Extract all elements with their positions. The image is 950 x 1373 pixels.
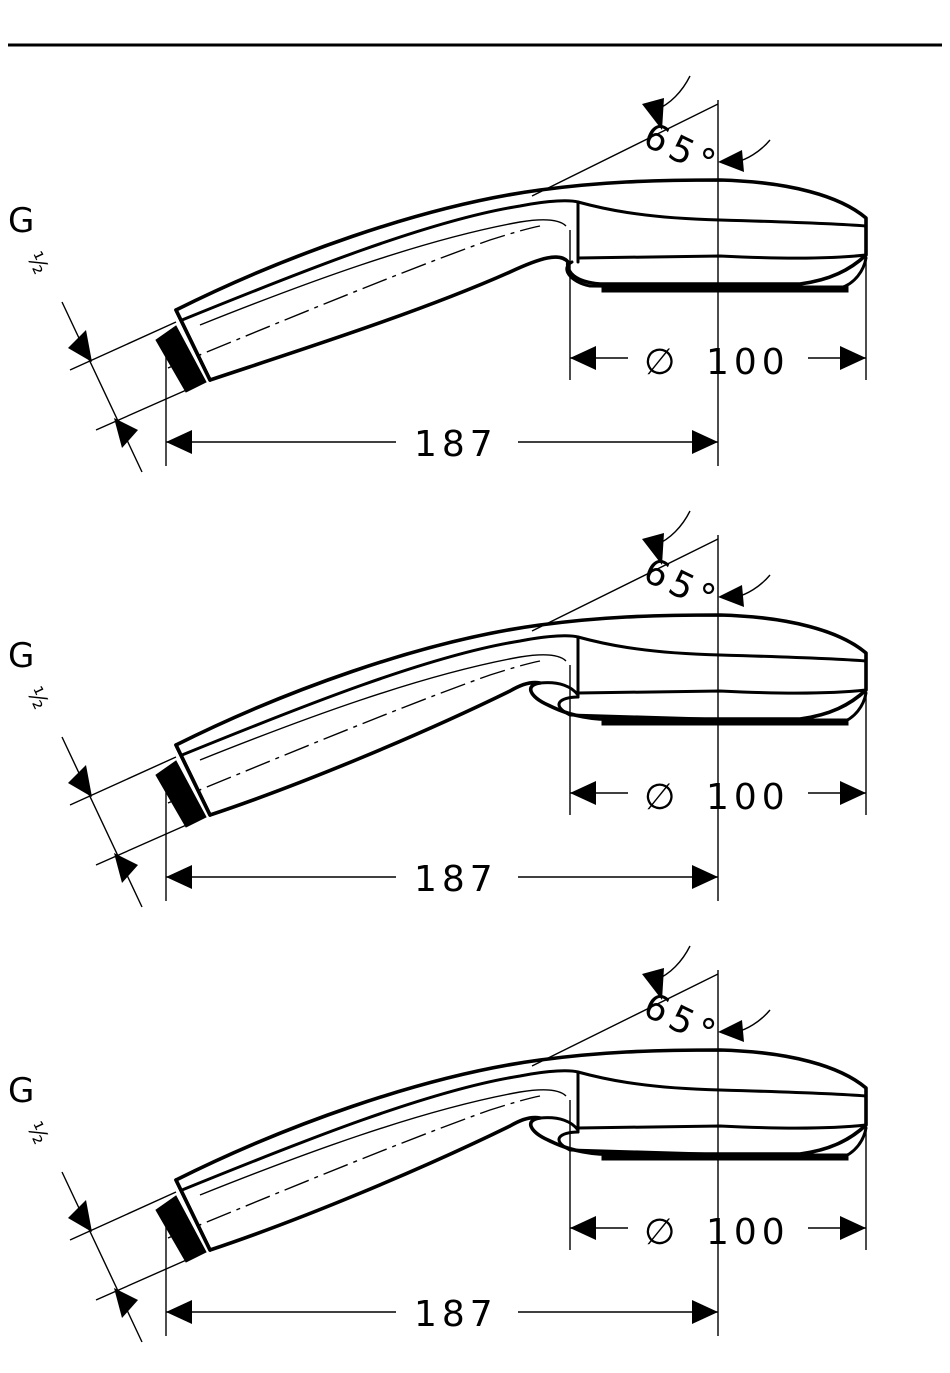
length-label: 187 [414,1294,498,1335]
diameter-symbol: ∅ [644,1212,680,1253]
diameter-symbol: ∅ [644,777,680,818]
thread-letter: G [8,201,34,241]
spray-face [602,286,848,292]
thread-dim-line [62,1172,142,1342]
hand-shower-figure-1: G ½ 187 ∅ 100 65° [8,76,866,472]
thread-arrow-upper [68,765,92,797]
hose-thread [156,745,210,827]
diameter-arrow-left [570,781,596,805]
thread-arrow-upper [68,330,92,362]
thread-arrow-lower [114,853,138,883]
hand-shower-figure-2: G ½ 187 ∅ 100 65° [8,511,866,907]
spray-face [602,719,848,725]
hose-thread [156,1180,210,1262]
angle-label: 65° [637,115,726,186]
thread-dim-line [62,737,142,907]
diameter-arrow-right [840,346,866,370]
hose-thread [156,310,210,392]
angle-label: 65° [637,550,726,621]
length-label: 187 [414,859,498,900]
diameter-arrow-left [570,1216,596,1240]
hand-shower-figure-3: G ½ 187 ∅ 100 65° [8,946,866,1342]
length-arrow-right [692,1300,718,1324]
thread-fraction: ½ [21,248,53,278]
thread-letter: G [8,1071,34,1111]
diameter-label: 100 [706,777,790,818]
length-arrow-right [692,430,718,454]
spray-face [602,1154,848,1160]
angle-label: 65° [637,985,726,1056]
diameter-arrow-right [840,1216,866,1240]
thread-letter: G [8,636,34,676]
thread-arrow-lower [114,418,138,448]
diameter-label: 100 [706,1212,790,1253]
thread-arrow-lower [114,1288,138,1318]
thread-dim-line [62,302,142,472]
diameter-label: 100 [706,342,790,383]
length-arrow-left [166,865,192,889]
length-arrow-right [692,865,718,889]
length-label: 187 [414,424,498,465]
length-arrow-left [166,1300,192,1324]
diameter-arrow-left [570,346,596,370]
thread-fraction: ½ [21,683,53,713]
diameter-arrow-right [840,781,866,805]
diameter-symbol: ∅ [644,342,680,383]
thread-fraction: ½ [21,1118,53,1148]
thread-arrow-upper [68,1200,92,1232]
length-arrow-left [166,430,192,454]
